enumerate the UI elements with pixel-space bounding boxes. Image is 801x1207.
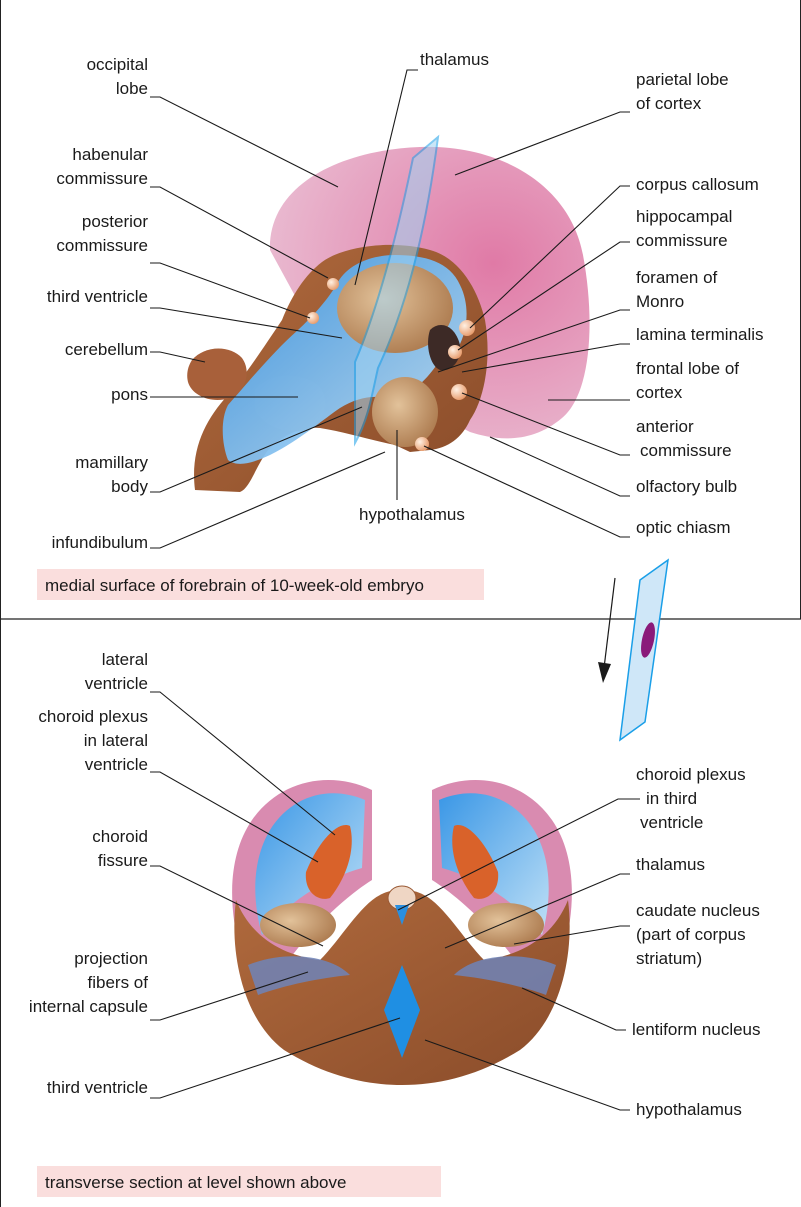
label-choroid-lateral-1: choroid plexus — [38, 707, 148, 726]
label-frontal-2: cortex — [636, 383, 683, 402]
label-habenular-2: commissure — [56, 169, 148, 188]
optic-chiasm-node — [415, 437, 429, 451]
label-parietal-1: parietal lobe — [636, 70, 729, 89]
label-choroid-third-1: choroid plexus — [636, 765, 746, 784]
label-caudate-2: (part of corpus — [636, 925, 746, 944]
label-choroid-third-2: in third — [646, 789, 697, 808]
label-foramen-2: Monro — [636, 292, 684, 311]
leader-infundibulum — [150, 452, 385, 548]
label-thalamus-bottom: thalamus — [636, 855, 705, 874]
transverse-section-illustration — [232, 780, 572, 1085]
label-optic-chiasm: optic chiasm — [636, 518, 730, 537]
label-corpus-callosum: corpus callosum — [636, 175, 759, 194]
label-pons: pons — [111, 385, 148, 404]
leader-occipital-lobe — [150, 97, 338, 187]
anterior-commissure-node — [451, 384, 467, 400]
label-anterior-1: anterior — [636, 417, 694, 436]
label-thalamus-top: thalamus — [420, 50, 489, 69]
hippocampal-node — [448, 345, 462, 359]
label-lentiform: lentiform nucleus — [632, 1020, 761, 1039]
label-parietal-2: of cortex — [636, 94, 702, 113]
label-habenular-1: habenular — [72, 145, 148, 164]
label-posterior-1: posterior — [82, 212, 148, 231]
label-choroid-fissure-1: choroid — [92, 827, 148, 846]
label-posterior-2: commissure — [56, 236, 148, 255]
habenular-node — [327, 278, 339, 290]
label-projection-3: internal capsule — [29, 997, 148, 1016]
arrow-shaft — [604, 578, 615, 668]
label-lateral-ventricle-1: lateral — [102, 650, 148, 669]
cerebellum-shape — [187, 348, 246, 400]
label-cerebellum: cerebellum — [65, 340, 148, 359]
label-occipital-lobe-1: occipital — [87, 55, 148, 74]
label-hypothalamus-bottom: hypothalamus — [636, 1100, 742, 1119]
left-caudate — [260, 903, 336, 947]
top-caption: medial surface of forebrain of 10-week-o… — [45, 576, 424, 595]
label-hypothalamus-top: hypothalamus — [359, 505, 465, 524]
label-choroid-lateral-2: in lateral — [84, 731, 148, 750]
label-olfactory-bulb: olfactory bulb — [636, 477, 737, 496]
label-mamillary-1: mamillary — [75, 453, 148, 472]
arrow-head-icon — [598, 662, 611, 683]
label-projection-1: projection — [74, 949, 148, 968]
inset-plane-diagram — [598, 560, 668, 740]
label-choroid-fissure-2: fissure — [98, 851, 148, 870]
label-frontal-1: frontal lobe of — [636, 359, 739, 378]
label-third-ventricle-bottom: third ventricle — [47, 1078, 148, 1097]
bottom-caption: transverse section at level shown above — [45, 1173, 346, 1192]
label-hippocampal-1: hippocampal — [636, 207, 732, 226]
label-lamina-terminalis: lamina terminalis — [636, 325, 764, 344]
label-caudate-3: striatum) — [636, 949, 702, 968]
label-anterior-2: commissure — [640, 441, 732, 460]
label-occipital-lobe-2: lobe — [116, 79, 148, 98]
label-mamillary-2: body — [111, 477, 148, 496]
hypothalamus-shape — [372, 377, 438, 447]
label-lateral-ventricle-2: ventricle — [85, 674, 148, 693]
sagittal-forebrain-illustration — [187, 137, 589, 492]
label-caudate-1: caudate nucleus — [636, 901, 760, 920]
leader-olfactory-bulb — [490, 437, 630, 496]
label-choroid-third-3: ventricle — [640, 813, 703, 832]
label-infundibulum: infundibulum — [52, 533, 148, 552]
label-third-ventricle-top: third ventricle — [47, 287, 148, 306]
label-foramen-1: foramen of — [636, 268, 718, 287]
corpus-callosum-node — [459, 320, 475, 336]
label-projection-2: fibers of — [88, 973, 149, 992]
label-hippocampal-2: commissure — [636, 231, 728, 250]
label-choroid-lateral-3: ventricle — [85, 755, 148, 774]
leader-parietal — [455, 112, 630, 175]
